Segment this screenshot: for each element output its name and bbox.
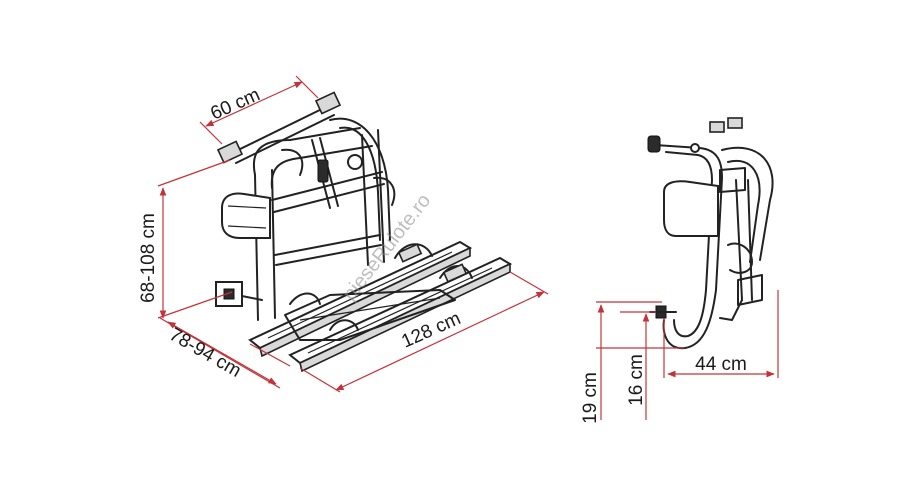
- side-offset-label-a: 19 cm: [580, 372, 601, 424]
- width-label: 60 cm: [207, 84, 263, 124]
- front-view-dimensions: [157, 75, 549, 393]
- side-offset-label-b: 16 cm: [626, 354, 647, 406]
- side-view-drawing: [647, 117, 774, 350]
- side-depth-label: 44 cm: [695, 354, 747, 375]
- height-label: 68-108 cm: [138, 213, 159, 303]
- depth-label: 78-94 cm: [166, 324, 245, 382]
- side-view-dimensions: [596, 290, 779, 420]
